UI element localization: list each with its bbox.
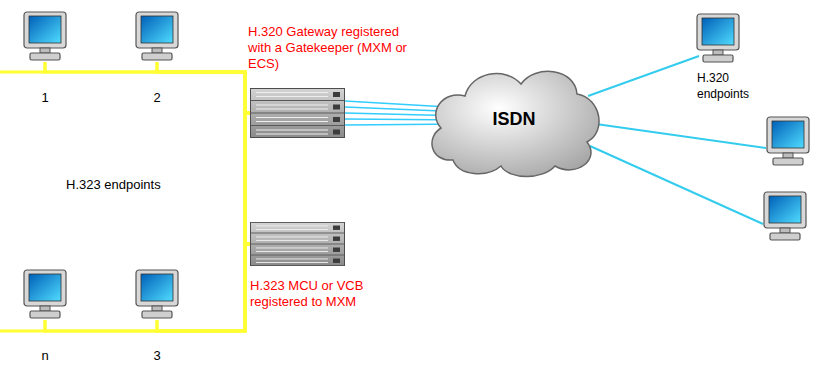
h320-endpoint-icon	[697, 14, 739, 62]
lan-bus	[157, 62, 250, 244]
lan-bus	[45, 62, 250, 244]
isdn-link	[596, 124, 766, 148]
lan-bus	[45, 62, 250, 113]
connector-line	[157, 62, 250, 113]
rack-icon	[250, 222, 345, 266]
h320-endpoint-icon	[767, 117, 809, 165]
rack-shape	[251, 222, 345, 265]
pc-shape	[24, 12, 66, 60]
isdn-link	[590, 146, 763, 224]
pc-shape	[136, 12, 178, 60]
rack-shape	[251, 89, 345, 138]
rack-icon	[250, 88, 345, 138]
h323-mcu: H.323 MCU or VCB registered to MXM	[250, 222, 345, 266]
h323-endpoint: 1	[22, 10, 68, 62]
endpoint-number: 2	[124, 90, 190, 106]
endpoint-number: 1	[12, 90, 78, 106]
h323-endpoint: n	[22, 268, 68, 320]
connector-line	[45, 62, 250, 113]
pc-icon	[22, 10, 68, 62]
endpoint-number: 3	[124, 348, 190, 364]
lan-bus-stub	[0, 330, 46, 333]
connector-line	[157, 62, 250, 244]
connector-line	[45, 113, 250, 331]
lan-bus	[45, 244, 250, 331]
lan-bus-stub	[0, 71, 46, 74]
group-label: H.320 endpoints	[697, 70, 759, 102]
h323-endpoint: 3	[134, 268, 180, 320]
isdn-link	[588, 56, 699, 96]
device-label: H.323 MCU or VCB registered to MXM	[250, 278, 418, 310]
lan-bus	[45, 113, 250, 331]
lan-bus	[157, 62, 250, 113]
pc-shape	[136, 270, 178, 318]
h323-endpoint: 2	[134, 10, 180, 62]
network-name: ISDN	[492, 111, 535, 127]
pc-icon	[22, 268, 68, 320]
cloud-shape	[432, 71, 599, 176]
h320-gateway: H.320 Gateway registered with a Gatekeep…	[250, 88, 345, 138]
group-label: H.323 endpoints	[66, 177, 196, 193]
isdn-cloud: ISDN	[425, 60, 603, 178]
pc-icon	[134, 268, 180, 320]
h320-endpoint-icon	[764, 192, 806, 240]
connector-line	[45, 244, 250, 331]
endpoint-number: n	[12, 348, 78, 364]
pc-icon	[134, 10, 180, 62]
pc-shape	[24, 270, 66, 318]
device-label: H.320 Gateway registered with a Gatekeep…	[248, 24, 416, 72]
connector-line	[45, 62, 250, 244]
